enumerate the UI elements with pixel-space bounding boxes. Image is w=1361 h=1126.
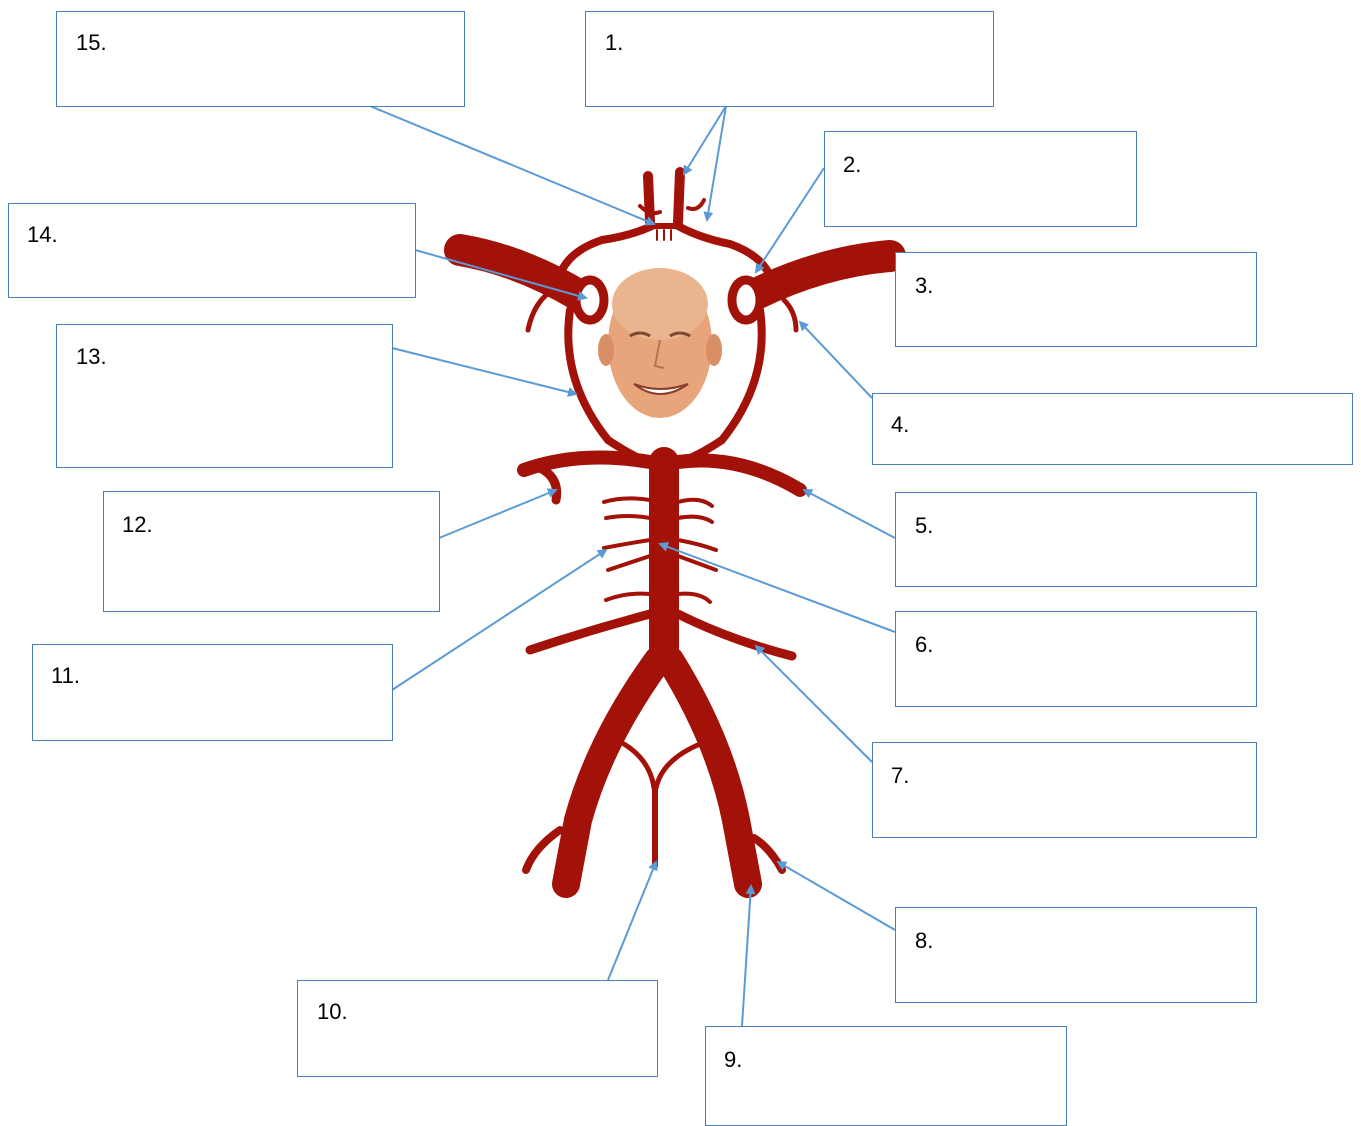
- leader-line-10: [608, 862, 656, 980]
- vertebral-artery-left: [566, 660, 658, 884]
- label-box-11[interactable]: 11.: [32, 644, 393, 741]
- label-box-2[interactable]: 2.: [824, 131, 1137, 227]
- superior-cerebellar-branch-left: [604, 498, 650, 502]
- vertebral-artery-right: [670, 660, 748, 884]
- leader-line-9: [742, 886, 751, 1026]
- leader-line-5: [804, 490, 895, 538]
- pontine-branch-left-2: [604, 540, 650, 548]
- label-number: 13.: [76, 344, 107, 370]
- label-number: 15.: [76, 30, 107, 56]
- label-number: 11.: [51, 663, 80, 689]
- anterior-cerebral-artery-right: [678, 172, 680, 222]
- label-box-3[interactable]: 3.: [895, 252, 1257, 347]
- label-box-10[interactable]: 10.: [297, 980, 658, 1077]
- mca-branch-right: [784, 300, 796, 330]
- label-box-5[interactable]: 5.: [895, 492, 1257, 587]
- aica-left: [530, 614, 650, 650]
- label-box-7[interactable]: 7.: [872, 742, 1257, 838]
- internal-carotid-artery-right: [732, 280, 760, 320]
- label-number: 6.: [915, 632, 933, 658]
- superior-cerebellar-branch-right: [678, 500, 712, 506]
- anterior-spinal-branch-right: [656, 744, 700, 788]
- pontine-branch-left-4: [606, 594, 650, 600]
- label-number: 5.: [915, 513, 933, 539]
- leader-line-12: [439, 490, 556, 538]
- label-number: 14.: [27, 222, 58, 248]
- label-number: 7.: [891, 763, 909, 789]
- pica-left: [526, 830, 560, 870]
- pontine-branch-right-1: [678, 517, 712, 522]
- middle-cerebral-artery-left: [460, 250, 580, 296]
- leader-line-13: [392, 348, 576, 394]
- aca-segment-right: [678, 226, 768, 272]
- label-box-4[interactable]: 4.: [872, 393, 1353, 465]
- label-box-8[interactable]: 8.: [895, 907, 1257, 1003]
- pontine-branch-left-3: [608, 556, 650, 570]
- label-number: 10.: [317, 999, 348, 1025]
- leader-line-7: [756, 646, 872, 762]
- label-box-6[interactable]: 6.: [895, 611, 1257, 707]
- posterior-cerebral-artery-right: [678, 461, 800, 490]
- aca-segment-left: [562, 226, 652, 270]
- anterior-spinal-branch-left: [624, 744, 654, 788]
- face-photo-icon: [598, 268, 722, 418]
- label-number: 1.: [605, 30, 623, 56]
- tiny-perforators: [657, 230, 671, 240]
- label-box-1[interactable]: 1.: [585, 11, 994, 107]
- label-box-12[interactable]: 12.: [103, 491, 440, 612]
- label-number: 4.: [891, 412, 909, 438]
- pontine-branch-right-4: [678, 594, 710, 602]
- label-number: 2.: [843, 152, 861, 178]
- pontine-branch-right-2: [678, 540, 716, 550]
- leader-line-8: [778, 862, 895, 930]
- label-number: 12.: [122, 512, 153, 538]
- leader-line-4: [800, 322, 872, 398]
- aica-right: [678, 614, 792, 656]
- label-number: 9.: [724, 1047, 742, 1073]
- internal-carotid-artery-left: [576, 280, 604, 320]
- label-box-13[interactable]: 13.: [56, 324, 393, 468]
- anterior-cerebral-artery-left: [648, 176, 650, 222]
- label-number: 3.: [915, 273, 933, 299]
- label-box-15[interactable]: 15.: [56, 11, 465, 107]
- label-box-9[interactable]: 9.: [705, 1026, 1067, 1126]
- pontine-branch-left-1: [606, 516, 650, 518]
- label-box-14[interactable]: 14.: [8, 203, 416, 298]
- middle-cerebral-artery-right: [752, 256, 890, 296]
- label-number: 8.: [915, 928, 933, 954]
